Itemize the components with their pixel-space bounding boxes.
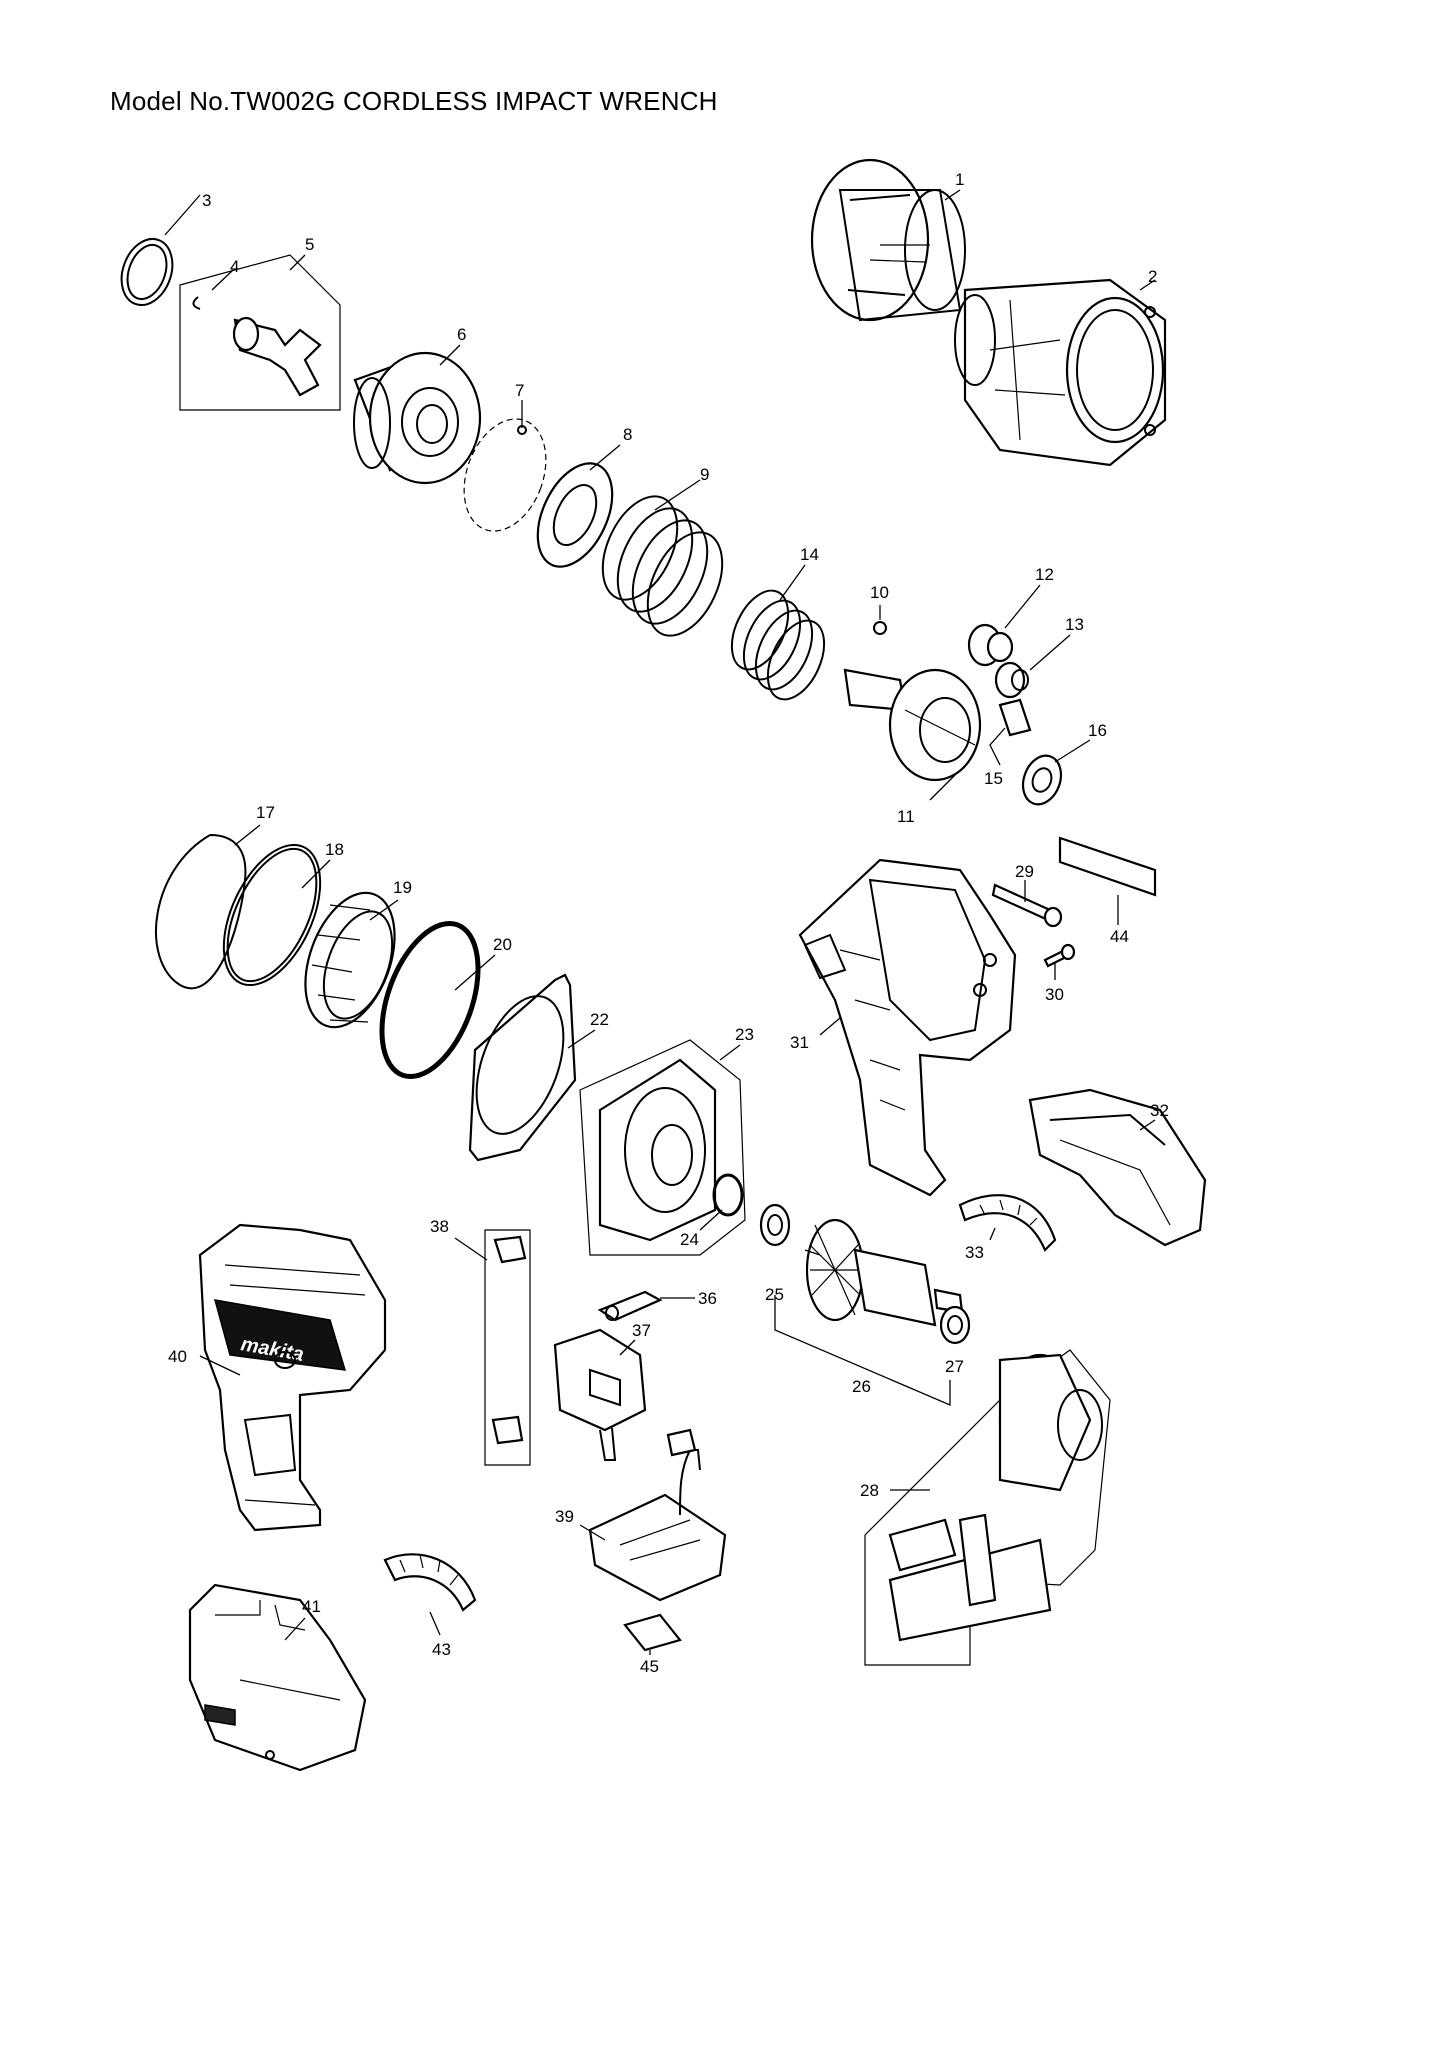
part-45-insulation-sheet (623, 1613, 682, 1652)
callout-33: 33 (965, 1243, 984, 1262)
callout-20: 20 (493, 935, 512, 954)
callout-39: 39 (555, 1507, 574, 1526)
callout-36: 36 (698, 1289, 717, 1308)
callout-37: 37 (632, 1321, 651, 1340)
part-6-hammer (353, 351, 482, 485)
callout-6: 6 (457, 325, 466, 344)
callout-5: 5 (305, 235, 314, 254)
part-17-retaining-ring (155, 834, 247, 990)
part-25-ball-bearing (759, 1203, 791, 1247)
callout-45: 45 (640, 1657, 659, 1676)
part-27-ball-bearing (939, 1305, 971, 1345)
part-11-spindle (843, 668, 982, 782)
callout-26: 26 (852, 1377, 871, 1396)
part-9-compression-spring (601, 495, 724, 637)
part-40-housing-set: makita (198, 1223, 387, 1532)
part-13-spur-gear (994, 661, 1029, 699)
part-33-sponge (958, 1194, 1057, 1252)
callout-7: 7 (515, 381, 524, 400)
part-8-flat-washer (536, 462, 614, 568)
callout-18: 18 (325, 840, 344, 859)
part-29-screw (991, 883, 1063, 928)
callout-3: 3 (202, 191, 211, 210)
part-23-gear-housing (579, 1039, 746, 1256)
callout-29: 29 (1015, 862, 1034, 881)
part-22-gasket (468, 973, 577, 1162)
callout-8: 8 (623, 425, 632, 444)
part-10-steel-ball (873, 621, 887, 635)
part-37-switch (553, 1328, 647, 1461)
part-1-hammer-case-cover (810, 158, 966, 322)
callout-32: 32 (1150, 1101, 1169, 1120)
part-3-ring (120, 238, 174, 306)
part-14-compression-spring (730, 589, 826, 701)
callout-19: 19 (393, 878, 412, 897)
callout-13: 13 (1065, 615, 1084, 634)
group-bracket-25-27 (774, 1295, 951, 1406)
callout-2: 2 (1148, 267, 1157, 286)
part-39-controller (588, 1428, 727, 1602)
callout-labels: 1 2 3 4 5 6 7 8 9 10 11 12 13 14 15 16 1… (168, 170, 1169, 1676)
callout-10: 10 (870, 583, 889, 602)
callout-11: 11 (897, 807, 915, 826)
part-19-internal-gear (304, 891, 396, 1029)
callout-27: 27 (945, 1357, 964, 1376)
part-31-housing (798, 858, 1017, 1197)
callout-15: 15 (984, 769, 1003, 788)
callout-25: 25 (765, 1285, 784, 1304)
part-5-anvil-assembly (179, 254, 341, 411)
callout-4: 4 (230, 257, 239, 276)
part-38-switch-lever-set (484, 1229, 531, 1466)
part-12-spur-gear (967, 623, 1014, 667)
callout-31: 31 (790, 1033, 809, 1052)
callout-16: 16 (1088, 721, 1107, 740)
part-26-rotor (804, 1218, 964, 1327)
part-43-sponge (383, 1553, 477, 1612)
part-18-o-ring (222, 843, 322, 987)
callout-1: 1 (955, 170, 964, 189)
part-44-label (1058, 836, 1157, 897)
callout-22: 22 (590, 1010, 609, 1029)
callout-40: 40 (168, 1347, 187, 1366)
part-2-hammer-case (954, 278, 1167, 467)
callout-28: 28 (860, 1481, 879, 1500)
part-32-motor-cover (1028, 1088, 1207, 1247)
callout-9: 9 (700, 465, 709, 484)
diagram-title: Model No.TW002G CORDLESS IMPACT WRENCH (110, 86, 718, 116)
callout-23: 23 (735, 1025, 754, 1044)
part-16-flat-washer (1021, 754, 1063, 806)
callout-24: 24 (680, 1230, 699, 1249)
callout-41: 41 (302, 1597, 321, 1616)
callout-43: 43 (432, 1640, 451, 1659)
callout-30: 30 (1045, 985, 1064, 1004)
part-41-battery-holder (188, 1583, 367, 1772)
part-30-screw (1043, 943, 1076, 968)
callout-17: 17 (256, 803, 275, 822)
leader-lines (164, 189, 1156, 1655)
callout-14: 14 (800, 545, 819, 564)
callout-44: 44 (1110, 927, 1129, 946)
callout-12: 12 (1035, 565, 1054, 584)
callout-38: 38 (430, 1217, 449, 1236)
part-20-o-ring (379, 920, 481, 1080)
part-36-led-circuit (597, 1290, 663, 1322)
part-28-stator-assembly (864, 1349, 1111, 1666)
part-15-pin (998, 698, 1032, 737)
